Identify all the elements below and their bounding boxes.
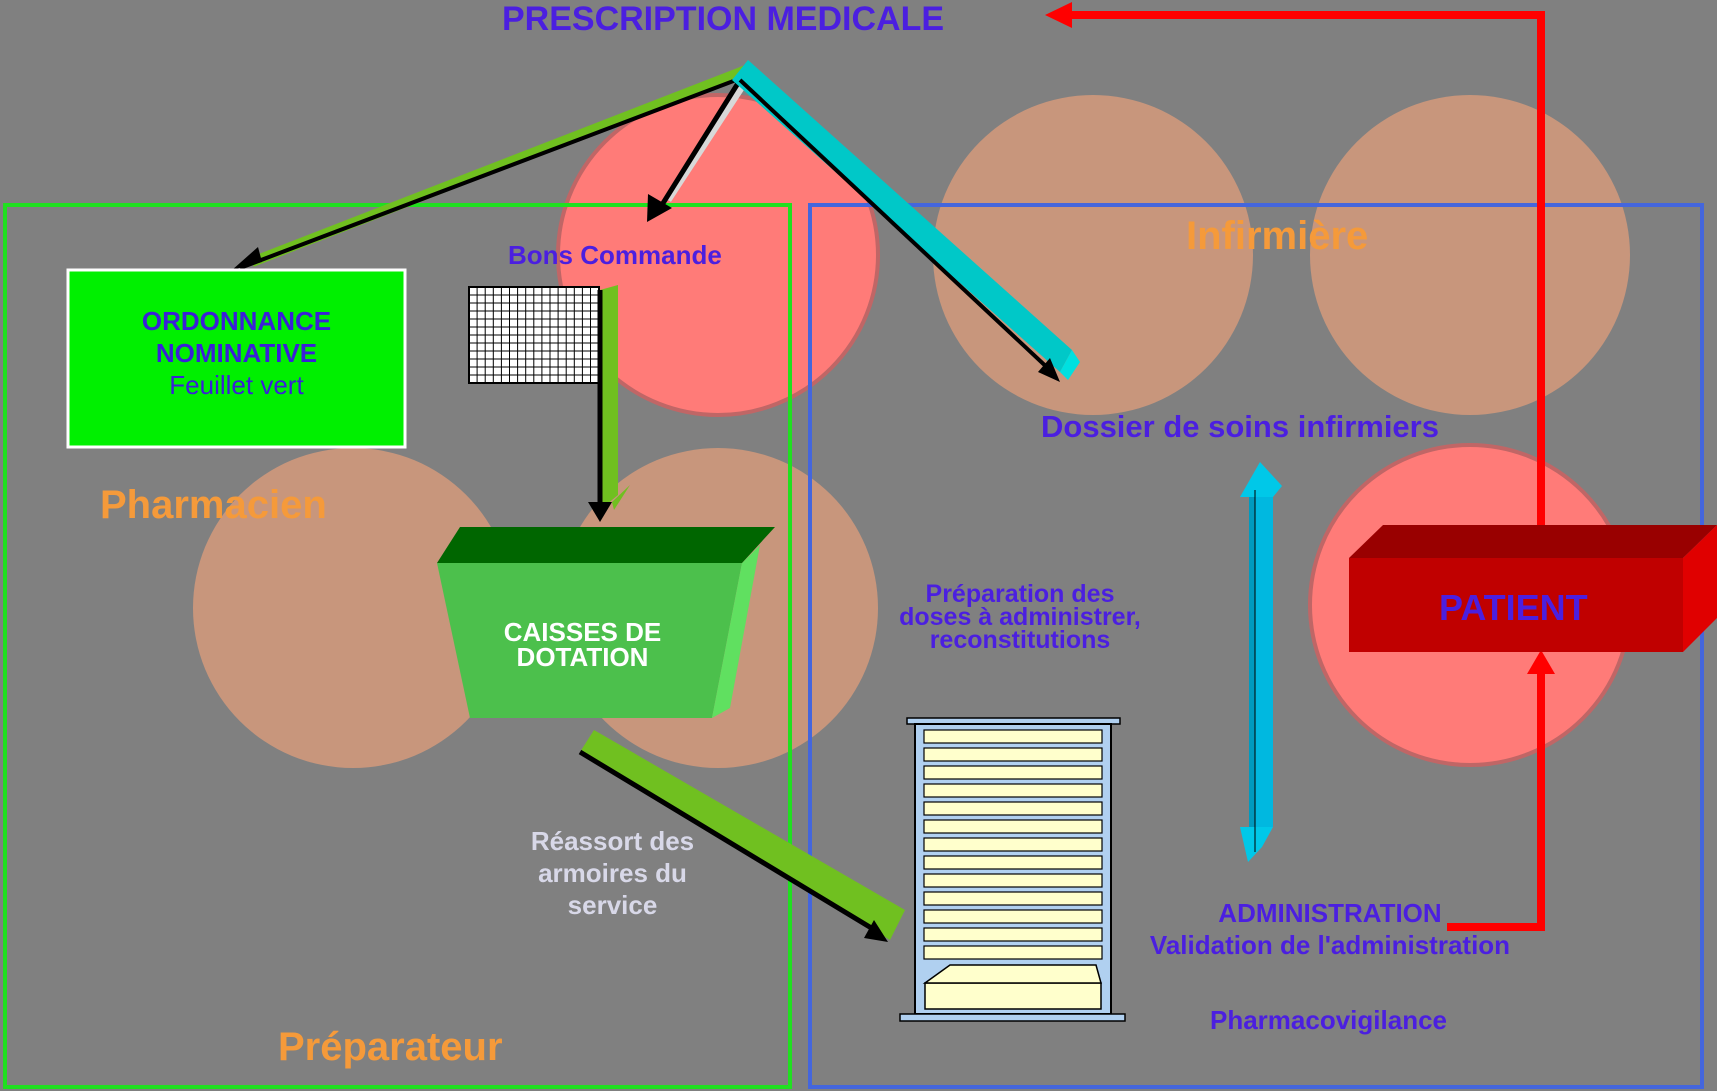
preparation-label: Préparation des doses à administrer, rec…: [870, 580, 1170, 654]
medicine-cabinet-icon: [899, 717, 1126, 1022]
role-infirmiere: Infirmière: [1186, 214, 1369, 258]
ordonnance-line3: Feuillet vert: [169, 370, 304, 400]
reassort-line1: Réassort des: [530, 826, 695, 856]
ordonnance-box: [66, 268, 407, 449]
caisses-label: CAISSES DE DOTATION: [470, 617, 695, 672]
green-arrow-to-ordonnance: [232, 65, 748, 270]
red-arrow-administration-to-patient: [1447, 650, 1555, 931]
administration-line2: Validation de l'administration: [1149, 930, 1511, 960]
reassort-label: Réassort des armoires du service: [500, 825, 725, 921]
reassort-line2: armoires du: [538, 858, 687, 888]
cyan-double-arrow: [1240, 462, 1282, 862]
patient-label: PATIENT: [1439, 587, 1588, 628]
arrow-to-bons-commande: [647, 78, 748, 222]
patient-box: [1349, 525, 1717, 652]
administration-line1: ADMINISTRATION: [1218, 898, 1442, 928]
caisses-de-dotation-box: [437, 527, 775, 718]
caisses-line2: DOTATION: [516, 642, 649, 672]
cyan-arrow-to-dossier: [732, 60, 1080, 382]
role-preparateur: Préparateur: [278, 1025, 503, 1069]
ordonnance-line2: NOMINATIVE: [155, 338, 318, 368]
circle-red-top-left: [556, 93, 880, 417]
red-arrow-patient-to-prescription: [1045, 2, 1545, 535]
order-form-grid-icon: [468, 286, 600, 384]
ordonnance-line1: ORDONNANCE: [141, 306, 332, 336]
green-arrow-reassort: [578, 730, 905, 942]
caisses-line1: CAISSES DE: [503, 617, 662, 647]
green-arrow-to-caisses: [588, 285, 630, 522]
circle-pharmacien-left: [193, 448, 513, 768]
pharmacovigilance-label: Pharmacovigilance: [1210, 1005, 1447, 1035]
page-title: PRESCRIPTION MEDICALE: [501, 0, 945, 38]
ordonnance-label: ORDONNANCE NOMINATIVE Feuillet vert: [68, 305, 405, 401]
administration-label: ADMINISTRATION Validation de l'administr…: [1130, 897, 1530, 961]
reassort-line3: service: [567, 890, 658, 920]
role-pharmacien: Pharmacien: [100, 483, 327, 527]
dossier-label: Dossier de soins infirmiers: [1041, 409, 1439, 444]
zone-service-frame: [808, 203, 1704, 1089]
bons-commande-label: Bons Commande: [508, 240, 722, 270]
preparation-line2: doses à administrer,: [899, 603, 1141, 631]
preparation-line1: Préparation des: [925, 580, 1115, 608]
circle-infirmiere-right: [1310, 95, 1630, 415]
preparation-line3: reconstitutions: [929, 626, 1111, 654]
